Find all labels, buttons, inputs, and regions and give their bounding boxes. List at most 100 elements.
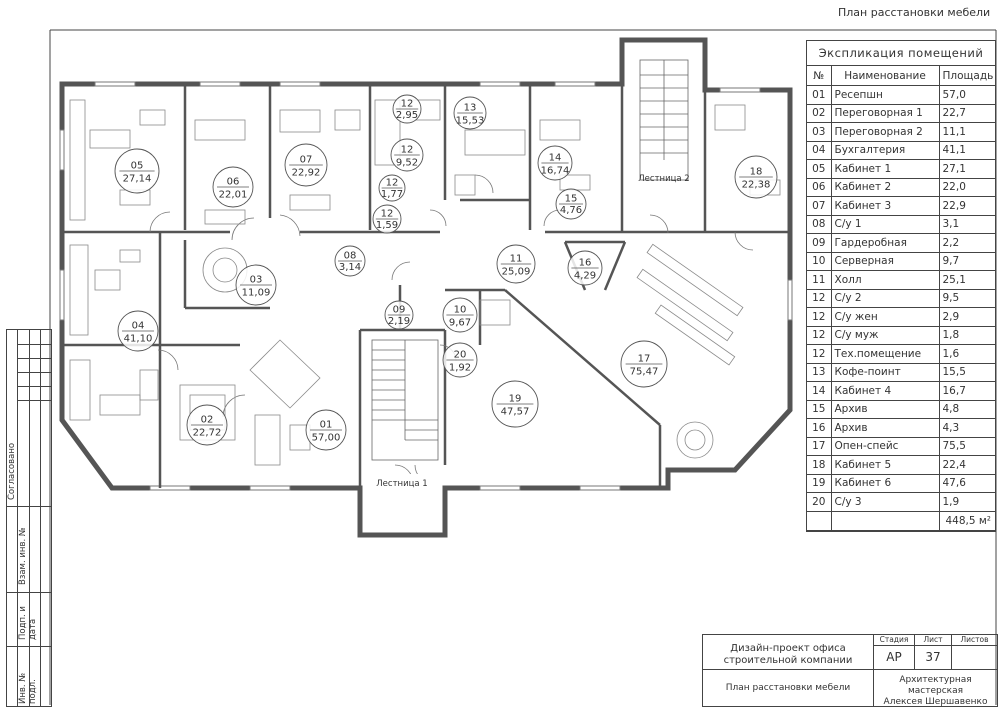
room-marker-number: 12	[381, 209, 394, 220]
room-name: Гардеробная	[830, 233, 940, 253]
room-area: 57,0	[938, 85, 995, 105]
sheet-name: План расстановки мебели	[725, 683, 851, 693]
room-marker-number: 13	[464, 103, 477, 114]
room-marker-area: 11,09	[242, 288, 271, 299]
studio-line1: Архитектурная мастерская	[899, 675, 972, 696]
explication-title: Экспликация помещений	[807, 41, 995, 66]
room-marker-number: 06	[227, 177, 240, 188]
room-area: 1,8	[938, 325, 995, 345]
room-number: 12	[807, 307, 832, 327]
agreed-label: Согласовано	[7, 442, 17, 500]
room-marker-area: 1,59	[376, 220, 398, 231]
room-number: 01	[807, 85, 832, 105]
room-marker-area: 22,38	[742, 180, 771, 191]
room-name: Кофе-поинт	[830, 362, 940, 382]
room-marker: 154,76	[555, 188, 587, 220]
room-name: Кабинет 1	[830, 159, 940, 179]
room-marker-number: 05	[131, 161, 144, 172]
room-explication-table: Экспликация помещений № Наименование Пло…	[806, 40, 996, 532]
room-marker-number: 12	[401, 145, 414, 156]
room-marker: 05 27,14	[114, 148, 160, 194]
room-area: 2,9	[938, 307, 995, 327]
room-area: 22,7	[938, 103, 995, 123]
room-marker-area: 27,14	[123, 174, 152, 185]
room-area: 75,5	[938, 436, 995, 456]
room-number: 06	[807, 177, 832, 197]
room-marker: 121,77	[378, 174, 406, 202]
sheet-header: Лист	[915, 635, 952, 646]
room-area: 41,1	[938, 140, 995, 160]
room-marker-number: 14	[549, 153, 562, 164]
header-number: №	[807, 66, 832, 86]
room-name: С/у жен	[830, 307, 940, 327]
explication-header-row: № Наименование Площадь	[807, 66, 995, 86]
room-number: 08	[807, 214, 832, 234]
room-number: 12	[807, 325, 832, 345]
room-marker-area: 75,47	[630, 367, 659, 378]
room-name: С/у 2	[830, 288, 940, 308]
room-number: 17	[807, 436, 832, 456]
room-marker-area: 2,19	[388, 316, 410, 327]
room-number: 18	[807, 455, 832, 475]
studio-line2: Алексея Шершавенко	[883, 697, 988, 707]
room-marker-number: 20	[454, 350, 467, 361]
room-name: Архив	[830, 418, 940, 438]
stair-2-label: Лестница 2	[638, 174, 689, 184]
room-name: Кабинет 5	[830, 455, 940, 475]
room-area: 1,6	[938, 344, 995, 364]
header-area: Площадь	[938, 66, 995, 86]
room-marker-number: 19	[509, 394, 522, 405]
room-marker-number: 16	[579, 258, 592, 269]
inner-walls	[62, 84, 790, 488]
room-number: 03	[807, 122, 832, 142]
room-area: 9,7	[938, 251, 995, 271]
room-name: Кабинет 6	[830, 473, 940, 493]
room-marker-area: 22,92	[292, 168, 321, 179]
room-marker-area: 41,10	[124, 334, 153, 345]
room-marker-number: 12	[386, 178, 399, 189]
room-number: 05	[807, 159, 832, 179]
room-area: 11,1	[938, 122, 995, 142]
total-spacer	[807, 510, 832, 531]
room-marker-area: 4,29	[574, 271, 596, 282]
room-area: 15,5	[938, 362, 995, 382]
room-number: 20	[807, 492, 832, 512]
explication-total-row: 448,5 м²	[807, 510, 995, 531]
room-name: Переговорная 1	[830, 103, 940, 123]
room-marker: 109,67	[442, 297, 478, 333]
sign-date-label: Подп. и дата	[18, 606, 38, 640]
room-marker-number: 07	[300, 155, 313, 166]
room-marker: 164,29	[567, 250, 603, 286]
room-name: С/у муж	[830, 325, 940, 345]
total-area: 448,5 м²	[938, 510, 995, 531]
stage-value: АР	[874, 646, 915, 670]
stage-header: Стадия	[874, 635, 915, 646]
room-marker: 092,19	[384, 300, 414, 330]
room-area: 25,1	[938, 270, 995, 290]
room-area: 1,9	[938, 492, 995, 512]
swap-inv-label: Взам. инв. №	[18, 527, 28, 585]
room-area: 9,5	[938, 288, 995, 308]
room-marker: 129,52	[390, 138, 424, 172]
inv-no-label: Инв. № подл.	[18, 672, 38, 704]
sheet-title: План расстановки мебели	[838, 6, 991, 19]
room-name: Архив	[830, 399, 940, 419]
room-number: 11	[807, 270, 832, 290]
room-area: 4,8	[938, 399, 995, 419]
room-marker-number: 15	[565, 194, 578, 205]
room-marker-area: 2,95	[396, 110, 418, 121]
